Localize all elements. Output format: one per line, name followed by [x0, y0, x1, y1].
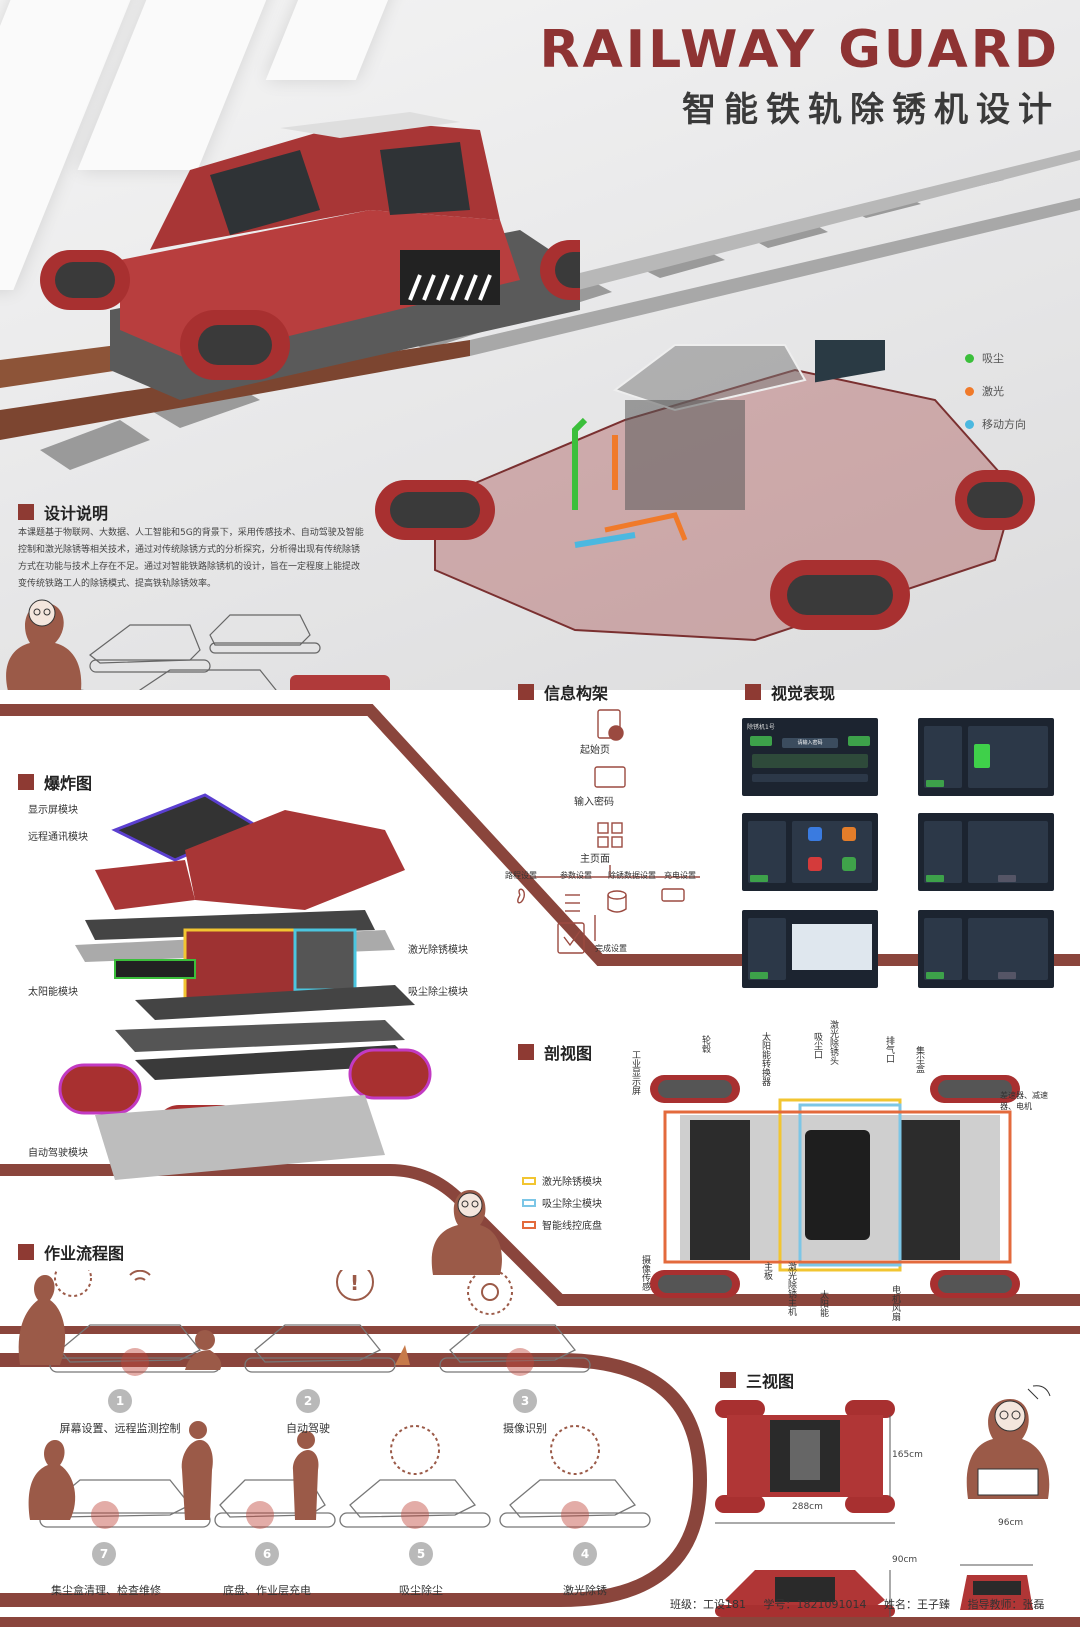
mascot-character [6, 599, 82, 690]
section-label-fan: 电机风扇 [890, 1285, 900, 1321]
section-label-dust-box: 集尘盒 [914, 1046, 924, 1073]
info-flow-diagram [517, 709, 700, 954]
section-label-drive: 差速器、减速器、电机 [1000, 1091, 1048, 1111]
sketch-vehicles [79, 614, 390, 690]
ui-screen-charge [918, 718, 1054, 796]
mascot-writing [966, 1385, 1051, 1499]
explosion-label-comm: 远程通讯模块 [28, 832, 88, 843]
info-node-done: 完成设置 [595, 944, 627, 953]
rusty-rail [0, 340, 470, 440]
workflow-step-7-number: 7 [92, 1542, 116, 1566]
explosion-label-laser: 激光除锈模块 [408, 945, 468, 956]
workflow-step-1-number: 1 [108, 1389, 132, 1413]
explosion-label-auto: 自动驾驶模块 [28, 1148, 88, 1159]
legend-item-dust: 吸尘 [965, 350, 1004, 366]
info-node-route: 路程设置 [505, 871, 537, 880]
section-label-solar: 太阳能 [818, 1290, 828, 1317]
charge-icon [842, 857, 856, 871]
section-label-laser-head: 激光除锈头 [828, 1020, 838, 1065]
green-dot-icon [965, 353, 974, 363]
workflow-step-3-number: 3 [513, 1389, 537, 1413]
main-vehicle-render [40, 112, 580, 400]
data-icon [808, 857, 822, 871]
route-icon [808, 827, 822, 841]
mascot-reading [431, 1190, 502, 1275]
params-icon [842, 827, 856, 841]
section-heading-design: 设计说明 [18, 500, 108, 524]
ui-screen-settings-b [918, 910, 1054, 988]
section-label-solar-converter: 太阳能转换器 [760, 1032, 770, 1086]
workflow-step-4-label: 激光除锈 [563, 1584, 607, 1597]
info-node-params: 参数设置 [560, 871, 592, 880]
section-legend-chassis: 智能线控底盘 [522, 1217, 602, 1232]
svg-text:!: ! [350, 1271, 359, 1295]
section-heading-visual: 视觉表现 [745, 680, 835, 704]
orange-dot-icon [965, 386, 974, 396]
dim-width: 96cm [998, 1518, 1024, 1528]
workflow-step-6-label: 底盘、作业层充电 [223, 1584, 311, 1597]
workflow-step-6-number: 6 [255, 1542, 279, 1566]
title-english: RAILWAY GUARD [539, 20, 1060, 80]
workflow-step-2-number: 2 [296, 1389, 320, 1413]
workflow-step-4-number: 4 [573, 1542, 597, 1566]
section-heading-workflow: 作业流程图 [18, 1240, 124, 1264]
three-view-drawings [715, 1400, 1033, 1617]
clean-rail [470, 198, 1080, 356]
ui-screen-settings-a [918, 813, 1054, 891]
hero-render: RAILWAY GUARD 智能铁轨除锈机设计 吸尘 激光 移动方向 设计说明 … [0, 0, 1080, 690]
blue-dot-icon [965, 419, 974, 429]
workflow-step-7-label: 集尘盒清理、检查维修 [51, 1584, 161, 1597]
legend-item-direction: 移动方向 [965, 416, 1026, 432]
info-node-start: 起始页 [580, 745, 610, 756]
footer-student-id: 学号：1821091014 [763, 1598, 867, 1611]
explosion-label-solar: 太阳能模块 [28, 987, 78, 998]
section-heading-three-view: 三视图 [720, 1368, 794, 1392]
info-node-home: 主页面 [580, 854, 610, 865]
map-icon [792, 924, 872, 970]
info-node-password: 输入密码 [574, 797, 614, 808]
info-node-charge: 充电设置 [664, 871, 696, 880]
section-label-camera: 摄像传感 [640, 1255, 650, 1291]
info-node-rust-data: 除锈数据设置 [608, 871, 656, 880]
explosion-label-display: 显示屏模块 [28, 805, 78, 816]
ui-screen-login: 除锈机1号 请输入密码 [742, 718, 878, 796]
dim-length: 288cm [792, 1502, 823, 1512]
footer-class: 班级：工设181 [670, 1598, 746, 1611]
ui-screen-map [742, 910, 878, 988]
cutaway-vehicle-render [375, 340, 1035, 642]
workflow-step-2-label: 自动驾驶 [286, 1422, 330, 1435]
design-description-text: 本课题基于物联网、大数据、人工智能和5G的背景下，采用传感技术、自动驾驶及智能控… [18, 528, 364, 589]
workflow-step-5-label: 吸尘除尘 [399, 1584, 443, 1597]
dim-height: 165cm [892, 1450, 923, 1460]
section-label-board: 主板 [762, 1262, 772, 1280]
ui-screen-home [742, 813, 878, 891]
section-heading-section: 剖视图 [518, 1040, 592, 1064]
section-label-display: 工业显示屏 [630, 1050, 640, 1095]
workflow-step-5-number: 5 [409, 1542, 433, 1566]
section-label-laser-host: 激光除锈主机 [786, 1262, 796, 1316]
title-chinese: 智能铁轨除锈机设计 [682, 90, 1060, 130]
explosion-label-dust: 吸尘除尘模块 [408, 987, 468, 998]
workflow-step-1-label: 屏幕设置、远程监测控制 [59, 1422, 181, 1435]
legend-item-laser: 激光 [965, 383, 1004, 399]
footer-credits: 班级：工设181 学号：1821091014 姓名：王子臻 指导教师：张磊 [670, 1596, 1059, 1612]
workflow-illustrations: ! [18, 1270, 651, 1529]
section-heading-info: 信息构架 [518, 680, 608, 704]
section-heading-explosion: 爆炸图 [18, 770, 92, 794]
section-legend-dust: 吸尘除尘模块 [522, 1195, 602, 1210]
clean-rail [470, 150, 1080, 318]
section-view-render [650, 1075, 1020, 1298]
section-label-hub: 轮毂 [700, 1035, 710, 1053]
footer-teacher: 指导教师：张磊 [967, 1598, 1045, 1611]
section-legend-laser: 激光除锈模块 [522, 1173, 602, 1188]
exploded-view-render [58, 793, 432, 1180]
dim-depth: 90cm [892, 1555, 918, 1565]
workflow-step-3-label: 摄像识别 [503, 1422, 547, 1435]
footer-name: 姓名：王子臻 [884, 1598, 950, 1611]
section-label-dust-inlet: 吸尘口 [812, 1032, 822, 1059]
section-label-exhaust: 排气口 [884, 1036, 894, 1063]
battery-icon [974, 744, 990, 768]
